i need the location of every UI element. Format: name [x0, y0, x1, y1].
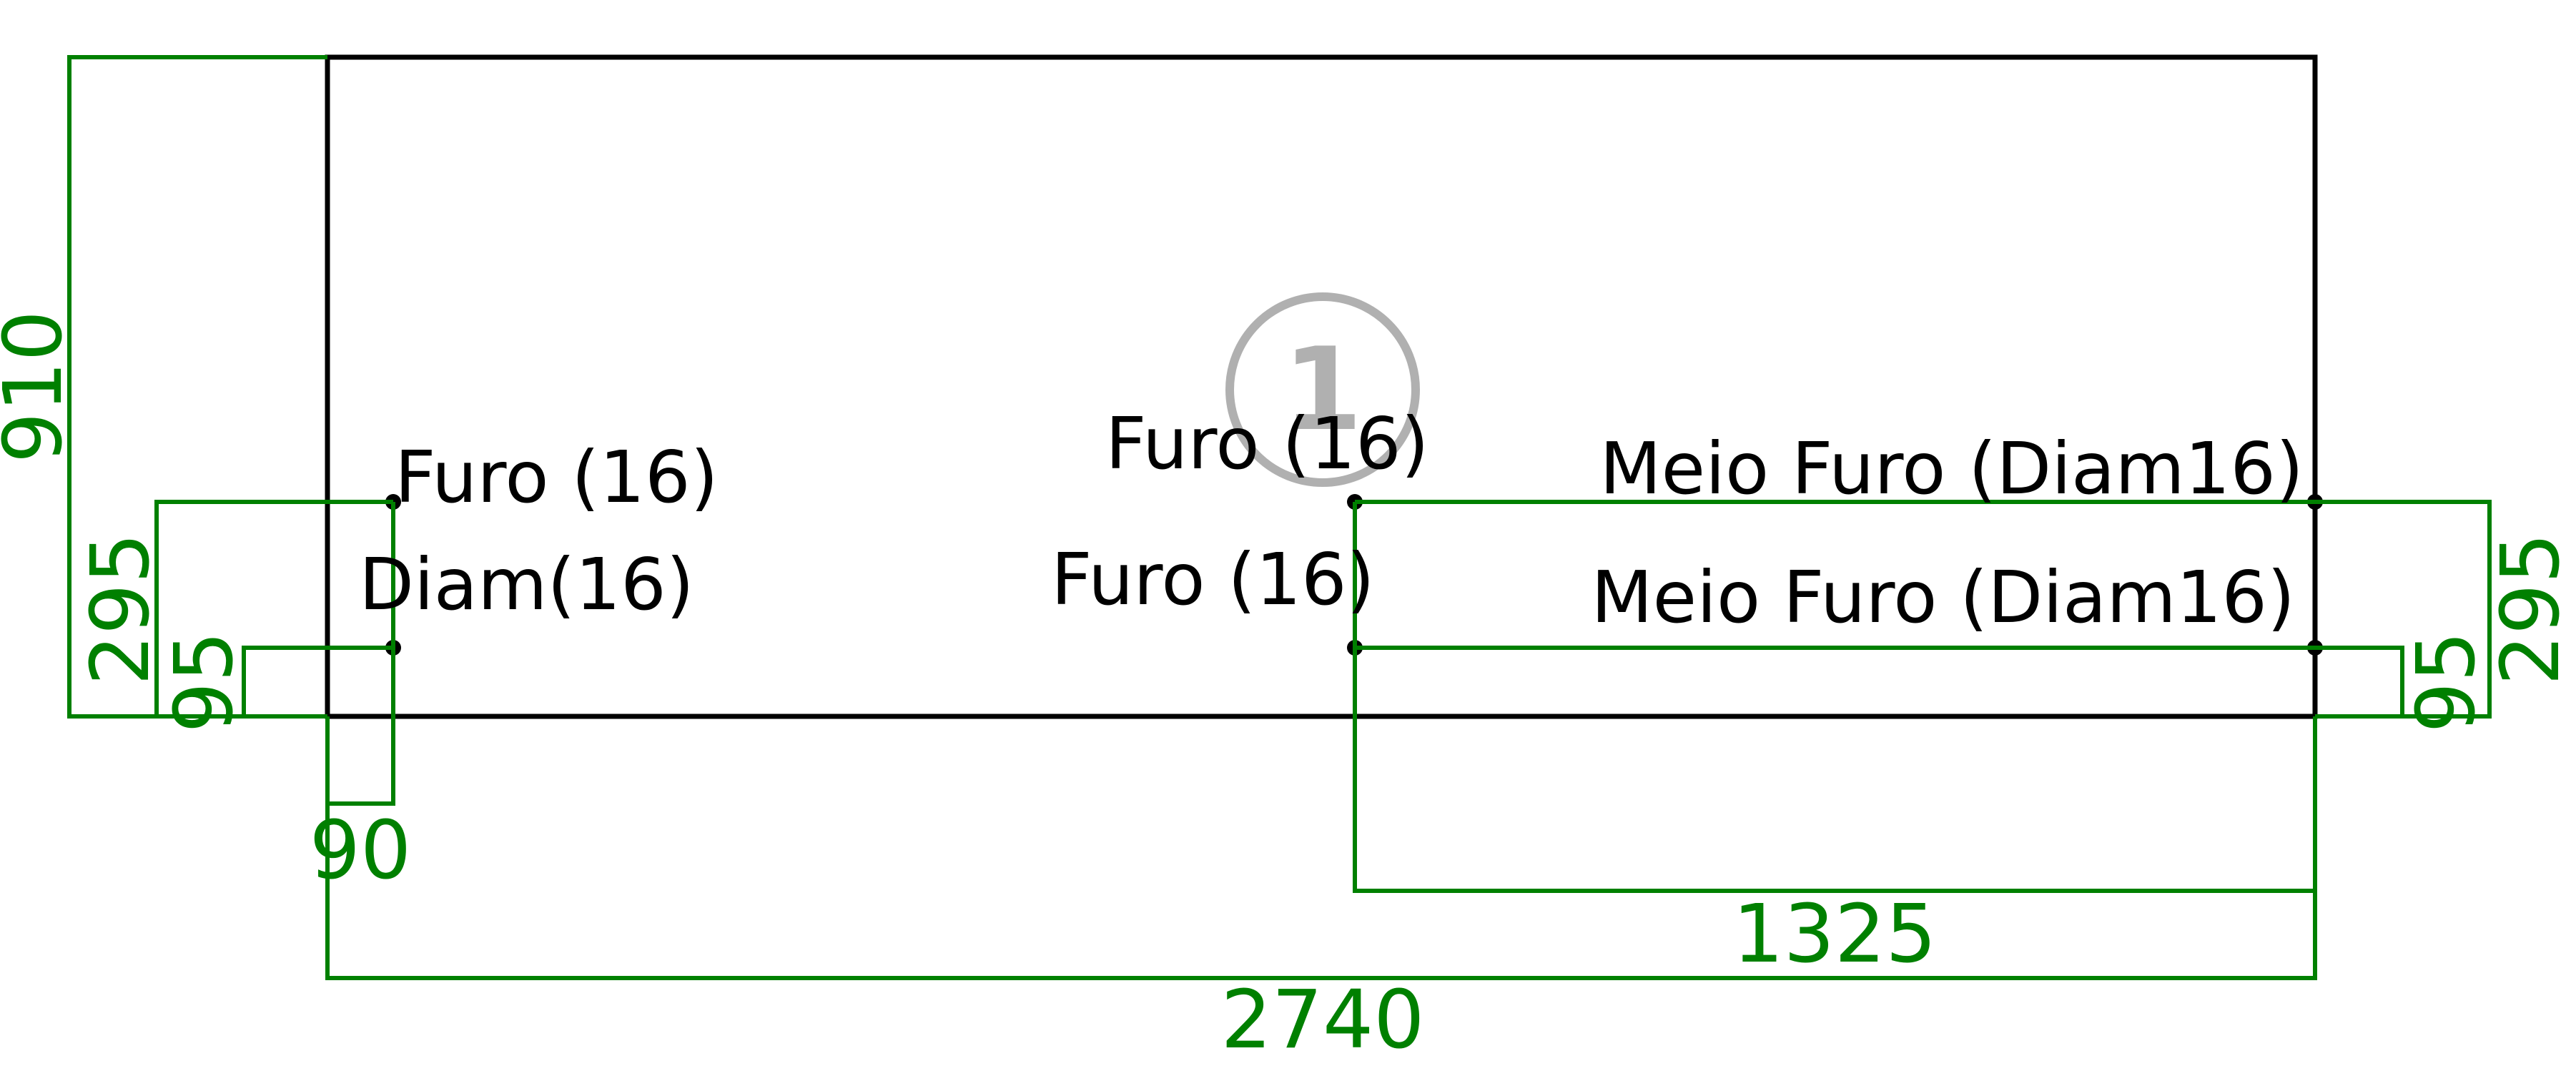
part-number-badge: 1: [1225, 292, 1420, 487]
dim-total-width-text: 2740: [1220, 974, 1424, 1067]
label-right-half-lower: Meio Furo (Diam16): [1591, 556, 2295, 639]
dim-left-half-height-line: [242, 646, 393, 719]
label-center-hole-upper: Furo (16): [1105, 402, 1429, 485]
panel-outline: [325, 54, 2318, 719]
part-number-text: 1: [1283, 322, 1362, 456]
label-center-hole-lower: Furo (16): [1051, 538, 1375, 621]
dim-right-half-height-text: 95: [2400, 631, 2493, 734]
dim-height-text: 910: [0, 310, 80, 463]
dim-left-half-height-text: 95: [158, 631, 251, 734]
dim-right-hole-height-text: 295: [2484, 533, 2576, 686]
dim-left-hole-height-text: 295: [74, 533, 167, 686]
dim-total-width-line: [325, 716, 2317, 980]
label-right-half-upper: Meio Furo (Diam16): [1599, 427, 2304, 510]
dim-center-distance-text: 1325: [1732, 888, 1936, 981]
dim-right-half-height-line: [1355, 646, 2404, 719]
label-left-hole-lower: Diam(16): [359, 543, 694, 626]
dim-left-offset-text: 90: [310, 804, 412, 897]
label-left-hole-upper: Furo (16): [395, 435, 719, 519]
